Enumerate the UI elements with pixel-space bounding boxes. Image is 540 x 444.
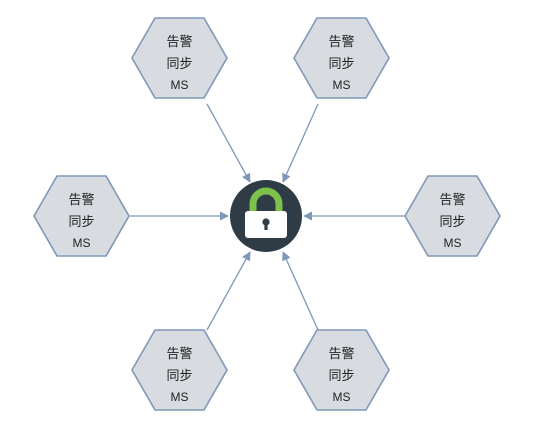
connector-top-right xyxy=(282,103,319,183)
node-label-line2: 同步 xyxy=(439,215,465,230)
hexagon-node: 告警 同步 MS xyxy=(131,329,228,411)
node-label-line2: 同步 xyxy=(328,57,354,72)
hexagon-node: 告警 同步 MS xyxy=(404,175,501,257)
node-label-line1: 告警 xyxy=(166,346,192,362)
hexagon-node: 告警 同步 MS xyxy=(293,17,390,99)
node-label-line2: 同步 xyxy=(328,369,354,384)
node-label-line1: 告警 xyxy=(328,346,354,362)
node-label-line3: MS xyxy=(171,78,189,92)
node-label-line2: 同步 xyxy=(166,369,192,384)
keyhole-slot xyxy=(264,223,268,230)
node-label-line3: MS xyxy=(333,390,351,404)
keyhole xyxy=(262,218,270,226)
lock-icon xyxy=(230,180,302,252)
node-label-line3: MS xyxy=(333,78,351,92)
connector-top-left xyxy=(206,103,251,183)
connector-bottom-left xyxy=(206,251,251,331)
node-label-line1: 告警 xyxy=(166,34,192,50)
node-label-line2: 同步 xyxy=(68,215,94,230)
lock-shackle xyxy=(249,187,283,212)
node-label-line1: 告警 xyxy=(328,34,354,50)
node-label-line1: 告警 xyxy=(68,192,94,208)
node-label-line3: MS xyxy=(171,390,189,404)
hexagon-node: 告警 同步 MS xyxy=(33,175,130,257)
node-label-line3: MS xyxy=(444,236,462,250)
node-label-line3: MS xyxy=(73,236,91,250)
node-label-line1: 告警 xyxy=(439,192,465,208)
hexagon-node: 告警 同步 MS xyxy=(131,17,228,99)
node-label-line2: 同步 xyxy=(166,57,192,72)
connector-bottom-right xyxy=(282,251,319,331)
hexagon-node: 告警 同步 MS xyxy=(293,329,390,411)
